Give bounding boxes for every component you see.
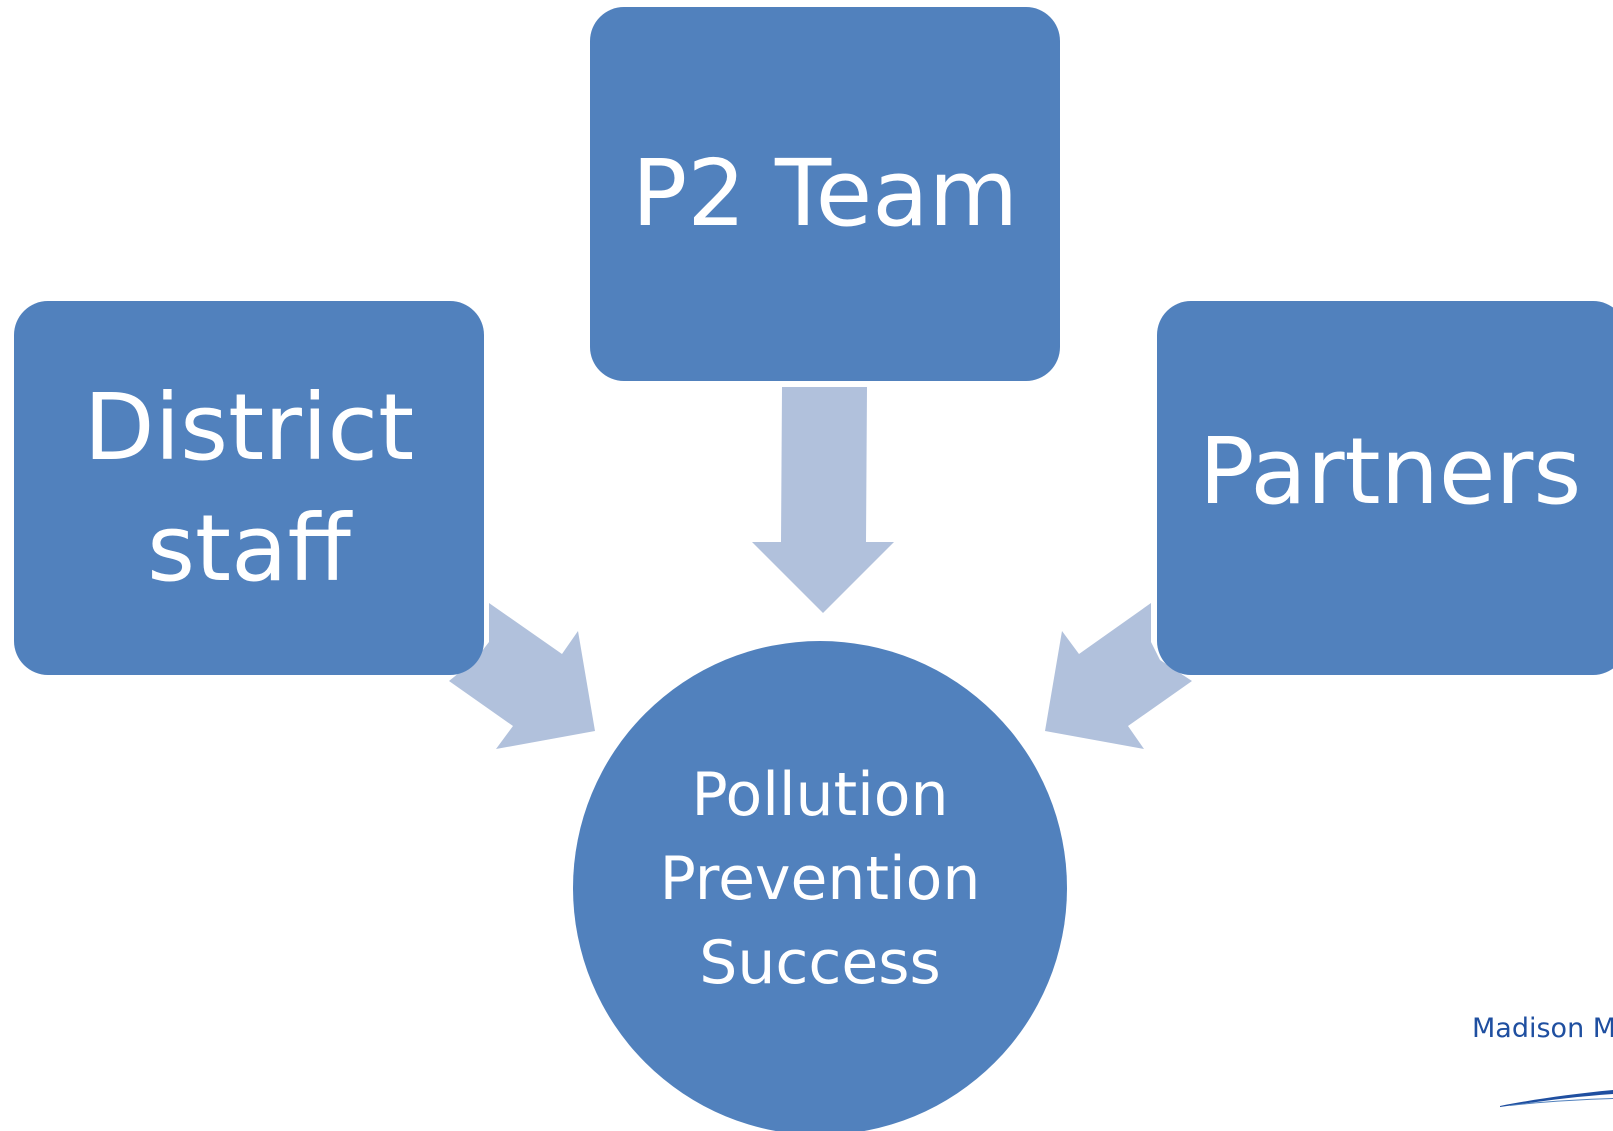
logo-swoosh-icon xyxy=(1500,1090,1613,1107)
pollution-prevention-success-label: Pollution Prevention Success xyxy=(659,760,981,998)
arrow-from-district-staff xyxy=(449,603,595,749)
logo-text: Madison M xyxy=(1472,1013,1613,1044)
partners-label: Partners xyxy=(1199,418,1582,525)
arrow-down-from-p2-team xyxy=(752,387,894,613)
pollution-prevention-success-circle: Pollution Prevention Success xyxy=(573,641,1067,1131)
district-staff-box: District staff xyxy=(14,301,484,675)
arrow-from-partners xyxy=(1045,603,1192,749)
p2-team-box: P2 Team xyxy=(590,7,1060,381)
district-staff-label: District staff xyxy=(83,373,415,602)
p2-team-label: P2 Team xyxy=(631,140,1019,248)
partners-box: Partners xyxy=(1157,301,1613,675)
